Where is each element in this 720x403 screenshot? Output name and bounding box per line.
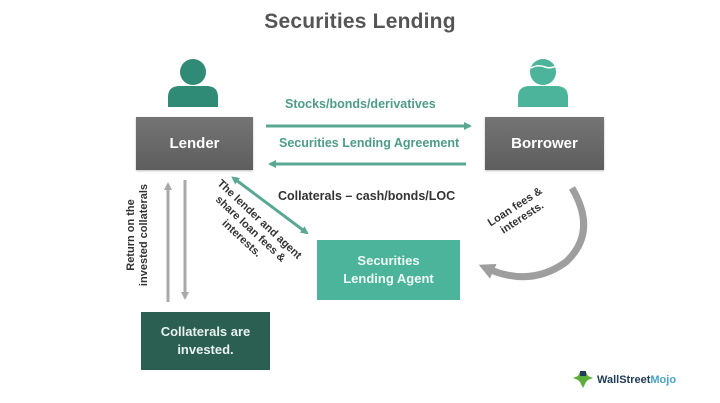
label-lending-agreement: Securities Lending Agreement: [279, 136, 460, 150]
lender-label: Lender: [169, 135, 220, 152]
borrower-person-icon: [518, 59, 568, 107]
lender-person-icon: [168, 59, 218, 107]
borrower-label: Borrower: [511, 135, 578, 152]
invested-node: Collaterals are invested.: [141, 312, 270, 370]
borrower-node: Borrower: [485, 117, 604, 170]
label-stocks-bonds: Stocks/bonds/derivatives: [285, 97, 436, 111]
diagram-title: Securities Lending: [264, 10, 456, 33]
agent-label-line2: Lending Agent: [343, 271, 434, 286]
invested-label-line2: invested.: [177, 342, 234, 357]
lender-node: Lender: [136, 117, 253, 170]
arrow-borrower-to-agent: [478, 186, 588, 281]
arrow-lender-agent: [231, 176, 309, 235]
bull-logo-icon: [573, 371, 593, 388]
brand-name: WallStreetMojo: [597, 374, 677, 386]
agent-node: Securities Lending Agent: [317, 240, 460, 300]
agent-label-line1: Securities: [357, 253, 420, 268]
brand-logo: WallStreetMojo: [572, 371, 676, 389]
label-return-invested: Return on the invested collaterals: [125, 183, 150, 287]
invested-label-line1: Collaterals are: [160, 324, 251, 339]
label-collaterals: Collaterals – cash/bonds/LOC: [278, 189, 456, 203]
